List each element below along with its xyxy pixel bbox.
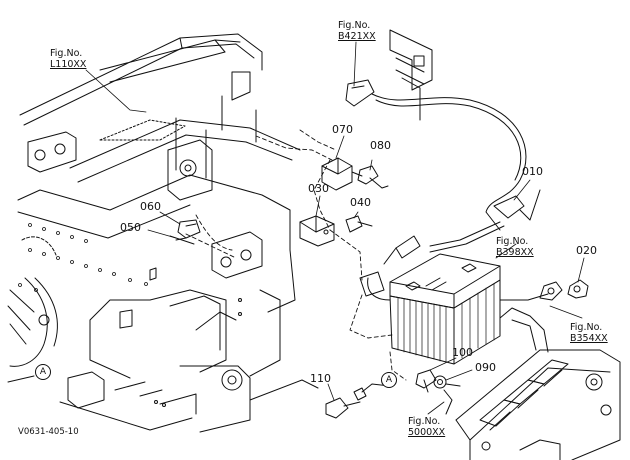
figure-ref-label: Fig.No. [338, 20, 371, 31]
figure-ref-label: Fig.No. [50, 48, 83, 59]
part-number-050: 050 [120, 221, 141, 234]
connector-marker-a: A [381, 372, 397, 388]
part-number-040: 040 [350, 196, 371, 209]
part-number-110: 110 [310, 372, 331, 385]
figure-ref-code: B398XX [496, 247, 534, 258]
drawing-reference: V0631-405-10 [18, 427, 79, 437]
figure-ref-label: Fig.No. [408, 416, 441, 427]
battery [359, 253, 501, 365]
part-number-070: 070 [332, 123, 353, 136]
small-parts [149, 157, 389, 281]
ground-cable [499, 279, 589, 353]
engine-block [455, 349, 621, 460]
figure-ref-b354: Fig.No. B354XX [570, 322, 608, 344]
part-number-090: 090 [475, 361, 496, 374]
figure-ref-code: B421XX [338, 31, 376, 42]
part-number-010: 010 [522, 165, 543, 178]
connector-marker-a: A [35, 364, 51, 380]
part-number-020: 020 [576, 244, 597, 257]
figure-ref-5000: Fig.No. 5000XX [408, 416, 445, 438]
chassis-frame [7, 33, 319, 433]
part-number-080: 080 [370, 139, 391, 152]
figure-ref-b398: Fig.No. B398XX [496, 236, 534, 258]
leader-lines [85, 41, 585, 415]
figure-ref-b421: Fig.No. B421XX [338, 20, 376, 42]
part-number-100: 100 [452, 346, 473, 359]
figure-ref-label: Fig.No. [496, 236, 529, 247]
part-number-060: 060 [140, 200, 161, 213]
figure-ref-code: L110XX [50, 59, 87, 70]
figure-ref-l110: Fig.No. L110XX [50, 48, 86, 70]
figure-ref-code: B354XX [570, 333, 608, 344]
part-number-030: 030 [308, 182, 329, 195]
upper-bracket [345, 29, 527, 231]
figure-ref-label: Fig.No. [570, 322, 603, 333]
lower-hardware [325, 369, 461, 419]
figure-ref-code: 5000XX [408, 427, 446, 438]
cable-010 [383, 189, 541, 265]
